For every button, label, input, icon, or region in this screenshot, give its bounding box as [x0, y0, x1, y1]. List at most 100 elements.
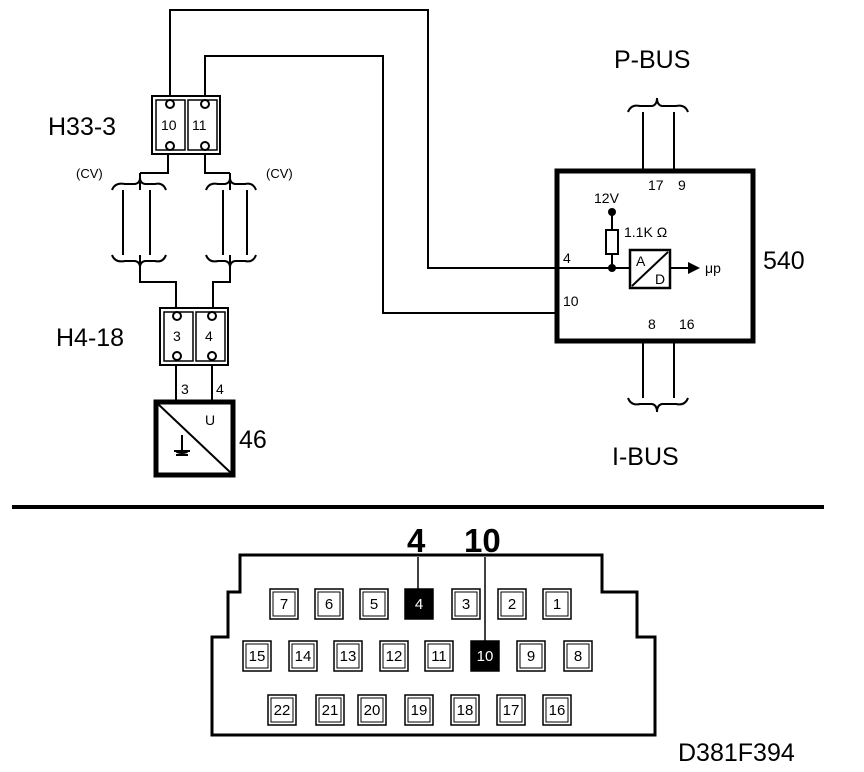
face-pin-label-20: 20	[364, 702, 381, 719]
face-cell-22	[267, 694, 297, 726]
face-cell-17	[496, 694, 526, 726]
ecu-pin-9: 9	[678, 177, 686, 193]
face-cell-inner-8	[566, 643, 590, 669]
ecu-number: 540	[763, 247, 805, 275]
cv-cable-right	[204, 154, 248, 308]
face-pin-label-8: 8	[574, 648, 582, 665]
supply-node	[608, 208, 616, 216]
face-pin-label-4: 4	[415, 596, 423, 613]
wire-pin10	[169, 9, 612, 269]
face-pin-label-11: 11	[431, 648, 447, 665]
pbus-brace	[627, 97, 689, 113]
face-cell-12	[379, 640, 409, 672]
face-pin-label-22: 22	[274, 702, 291, 719]
face-pin-label-5: 5	[370, 596, 378, 613]
adc-a-label: A	[636, 253, 646, 269]
face-pin-label-6: 6	[325, 596, 333, 613]
face-cell-8	[563, 640, 593, 672]
sensor-symbol: U	[205, 412, 215, 428]
face-cell-2	[497, 588, 527, 620]
callout-pin-10: 10	[464, 522, 501, 559]
connector-h4-label: H4-18	[56, 324, 124, 352]
ecu-pin-17: 17	[648, 177, 664, 193]
face-cell-inner-17	[499, 697, 523, 723]
adc-d-label: D	[655, 271, 665, 287]
face-cell-inner-20	[360, 697, 384, 723]
ecu-pin-16: 16	[679, 316, 695, 332]
wire-pin11	[204, 55, 557, 314]
cv-brace-right-top	[205, 177, 257, 191]
face-cell-16	[542, 694, 572, 726]
face-pin-label-16: 16	[549, 702, 566, 719]
face-cell-10	[470, 640, 500, 672]
face-cell-inner-9	[519, 643, 543, 669]
ecu-pin-8: 8	[648, 316, 656, 332]
face-pin-label-12: 12	[386, 648, 403, 665]
face-cell-inner-3	[454, 591, 478, 617]
face-cell-inner-11	[427, 643, 451, 669]
face-cell-inner-5	[362, 591, 386, 617]
cv-label-left: (CV)	[76, 166, 103, 181]
face-pin-label-3: 3	[462, 596, 470, 613]
face-pin-label-17: 17	[503, 702, 520, 719]
face-cell-7	[269, 588, 299, 620]
face-cell-inner-13	[336, 643, 360, 669]
face-cell-inner-16	[545, 697, 569, 723]
control-unit-540	[554, 168, 756, 344]
connector-h33-3	[151, 95, 221, 155]
face-cell-21	[315, 694, 345, 726]
face-pin-label-10: 10	[477, 648, 494, 665]
face-cell-inner-18	[453, 697, 477, 723]
face-cell-14	[288, 640, 318, 672]
face-cell-9	[516, 640, 546, 672]
face-pin-label-1: 1	[553, 596, 561, 613]
connector-h33-label: H33-3	[48, 113, 116, 141]
h4-pin-3: 3	[173, 328, 181, 344]
face-cell-13	[333, 640, 363, 672]
face-pin-label-15: 15	[249, 648, 266, 665]
supply-label: 12V	[594, 190, 620, 206]
face-cell-11	[424, 640, 454, 672]
face-cell-15	[242, 640, 272, 672]
resistor-label: 1.1K Ω	[624, 224, 667, 240]
face-pin-label-2: 2	[508, 596, 516, 613]
cv-cable-left	[122, 154, 177, 308]
face-pin-label-9: 9	[527, 648, 535, 665]
cv-brace-right-bottom	[205, 254, 257, 268]
face-cell-inner-1	[545, 591, 569, 617]
sensor-pin-4: 4	[216, 381, 224, 397]
pbus-lines	[642, 112, 675, 171]
face-cell-5	[359, 588, 389, 620]
ecu-pin-4: 4	[563, 250, 571, 266]
face-pin-label-18: 18	[457, 702, 474, 719]
face-cell-inner-6	[317, 591, 341, 617]
face-cell-6	[314, 588, 344, 620]
cv-label-right: (CV)	[266, 166, 293, 181]
connector-h4-18	[159, 307, 229, 366]
face-cell-4	[404, 588, 434, 620]
resistor	[605, 229, 619, 255]
pbus-label: P-BUS	[614, 46, 690, 74]
face-cell-inner-15	[245, 643, 269, 669]
output-arrow	[688, 262, 700, 274]
h4-pin-4: 4	[205, 328, 213, 344]
h33-pin-10: 10	[161, 117, 177, 133]
face-pin-label-14: 14	[295, 648, 312, 665]
connector-face-outline	[210, 553, 657, 737]
output-label: μp	[705, 260, 721, 276]
supply-line	[611, 212, 630, 269]
face-cell-18	[450, 694, 480, 726]
input-junction	[608, 264, 616, 272]
adc-block	[628, 248, 672, 290]
face-cell-19	[404, 694, 434, 726]
figure-code: D381F394	[678, 739, 795, 767]
cv-brace-left-top	[111, 177, 167, 191]
ibus-lines	[642, 341, 675, 398]
face-cell-1	[542, 588, 572, 620]
ecu-pin-10: 10	[563, 293, 579, 309]
ibus-brace	[627, 397, 689, 413]
face-cell-inner-14	[291, 643, 315, 669]
callout-pin-4: 4	[407, 522, 426, 559]
